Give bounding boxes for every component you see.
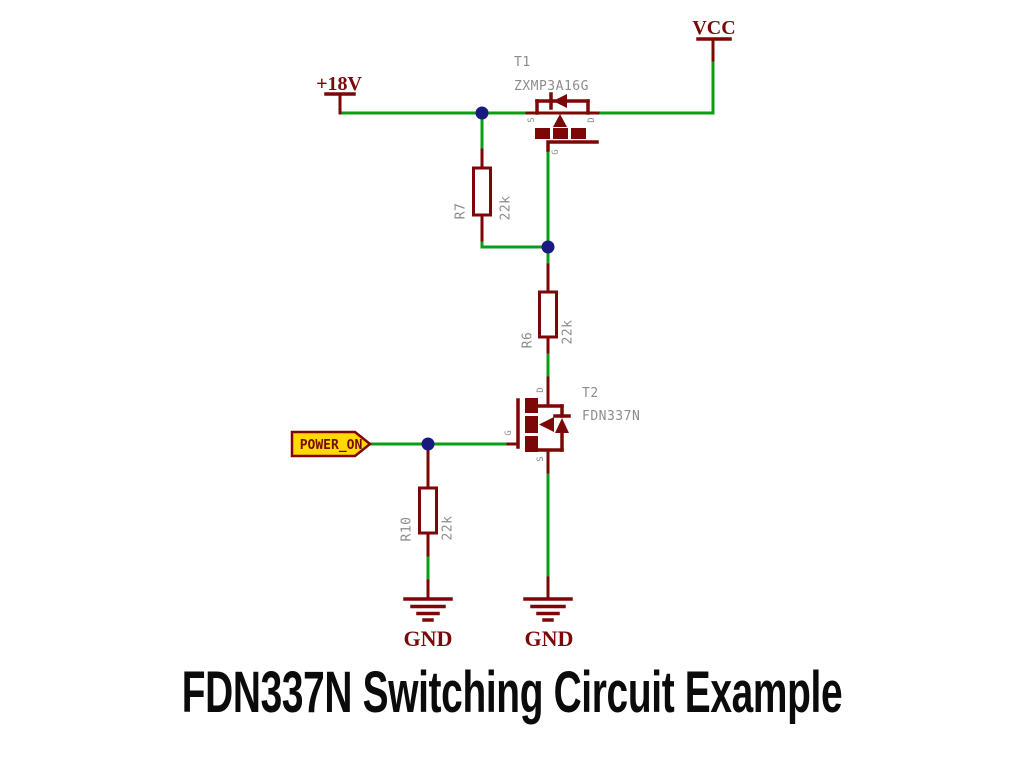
t2-pin-d-label: D	[536, 387, 546, 392]
r6-value-label: 22k	[561, 320, 576, 345]
resistor-r10: R10 22k	[400, 446, 456, 557]
r7-body	[472, 166, 492, 217]
r10-body	[418, 486, 438, 535]
t2-ref-label: T2	[582, 386, 599, 401]
r10-value-label: 22k	[441, 516, 456, 541]
net-wires	[338, 58, 715, 583]
junction-dot-power-on	[421, 437, 435, 451]
net-flag-power-on: POWER_ON	[290, 430, 373, 458]
t2-channel-pad	[525, 398, 538, 413]
t1-pin-s-label: S	[527, 117, 537, 122]
junction-dot-rail	[475, 106, 489, 120]
gnd-left-label: GND	[404, 626, 453, 651]
t1-channel-pad	[571, 128, 586, 139]
supply-symbol-vcc: VCC	[692, 17, 736, 62]
resistor-r7: R7 22k	[454, 148, 514, 242]
supply-symbol-18v: +18V	[316, 73, 362, 115]
caption-title: FDN337N Switching Circuit Example	[181, 660, 843, 725]
t1-ref-label: T1	[514, 55, 531, 70]
transistor-t2: D G S T2 FDN337N	[504, 376, 640, 474]
schematic-canvas: +18V VCC S D G T1 ZXMP3A16G	[290, 17, 736, 651]
wire-rail-to-vcc	[596, 58, 715, 115]
t2-channel-pad	[525, 436, 538, 452]
supply-vcc-label: VCC	[692, 17, 735, 39]
t2-channel-pad	[525, 416, 538, 433]
power-on-flag-shape	[290, 430, 373, 458]
r7-ref-label: R7	[454, 203, 469, 220]
transistor-t1: S D G T1 ZXMP3A16G	[514, 55, 600, 155]
power-on-flag-label: POWER_ON	[300, 438, 363, 453]
t2-pin-s-label: S	[536, 456, 546, 461]
r7-value-label: 22k	[499, 196, 514, 221]
t1-channel-pad	[535, 128, 550, 139]
r6-ref-label: R6	[521, 332, 536, 349]
t1-channel-pad	[553, 128, 568, 139]
wire-r7-to-gate-node	[480, 238, 550, 249]
t2-body-diode-triangle	[555, 418, 569, 433]
t1-pin-g-label: G	[551, 149, 561, 154]
t1-substrate-arrow	[553, 114, 567, 127]
gnd-right-label: GND	[525, 626, 574, 651]
gnd-symbol-left: GND	[403, 579, 453, 651]
r6-body	[538, 290, 558, 339]
supply-18v-label: +18V	[316, 73, 362, 95]
t2-substrate-arrow	[539, 417, 554, 432]
t2-pin-g-label: G	[504, 430, 514, 435]
resistor-r6: R6 22k	[521, 263, 576, 354]
t1-gate-plate	[546, 140, 599, 152]
t1-body-diode-triangle	[553, 94, 567, 108]
junction-dots	[421, 106, 555, 451]
r10-ref-label: R10	[400, 517, 415, 542]
t1-part-label: ZXMP3A16G	[514, 79, 589, 94]
junction-dot-gate-divider	[541, 240, 555, 254]
t2-part-label: FDN337N	[582, 409, 640, 424]
gnd-symbol-right: GND	[523, 576, 574, 651]
t1-pin-d-label: D	[587, 117, 597, 122]
